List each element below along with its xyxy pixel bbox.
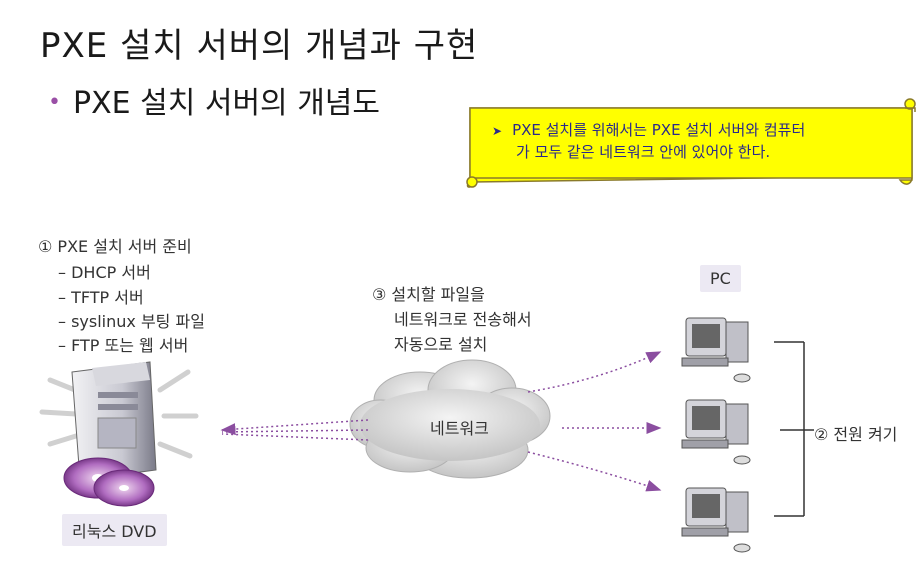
server-tower-icon: [71, 361, 157, 481]
cloud-center: [360, 389, 540, 461]
server-item-syslinux: – syslinux 부팅 파일: [58, 312, 205, 331]
pc-icon-2: [681, 399, 751, 465]
server-heading: ① PXE 설치 서버 준비: [38, 237, 192, 256]
slide-title: PXE 설치 서버의 개념과 구현: [40, 26, 479, 66]
pc-icon-3: [681, 487, 751, 553]
note-scroll-shape: [466, 98, 916, 188]
server-item-tftp: – TFTP 서버: [58, 288, 144, 307]
arrow-right-icon: ➤: [492, 124, 503, 138]
pc-label: PC: [700, 265, 741, 292]
pc-bracket: [774, 341, 814, 517]
transfer-arrows: [220, 351, 662, 492]
note-line-1-text: PXE 설치를 위해서는 PXE 설치 서버와 컴퓨터: [512, 121, 806, 139]
bullet-dot: •: [48, 90, 61, 115]
note-text: ➤ PXE 설치를 위해서는 PXE 설치 서버와 컴퓨터 가 모두 같은 네트워…: [492, 120, 902, 163]
transfer-line-1: ③ 설치할 파일을: [372, 285, 485, 304]
server-item-ftp: – FTP 또는 웹 서버: [58, 336, 189, 355]
transfer-line-3: 자동으로 설치: [394, 335, 488, 354]
dvd-disc-icon: [63, 457, 155, 507]
pc-icon-1: [681, 317, 751, 383]
power-on-label: ② 전원 켜기: [814, 425, 898, 444]
note-line-1: ➤ PXE 설치를 위해서는 PXE 설치 서버와 컴퓨터: [492, 120, 902, 142]
network-label: 네트워크: [430, 419, 489, 438]
server-item-dhcp: – DHCP 서버: [58, 263, 151, 282]
transfer-line-2: 네트워크로 전송해서: [394, 310, 532, 329]
dvd-label: 리눅스 DVD: [62, 514, 167, 546]
bullet-text: PXE 설치 서버의 개념도: [72, 86, 380, 121]
note-line-2: 가 모두 같은 네트워크 안에 있어야 한다.: [516, 143, 771, 161]
bullet-item: • PXE 설치 서버의 개념도: [48, 78, 380, 122]
